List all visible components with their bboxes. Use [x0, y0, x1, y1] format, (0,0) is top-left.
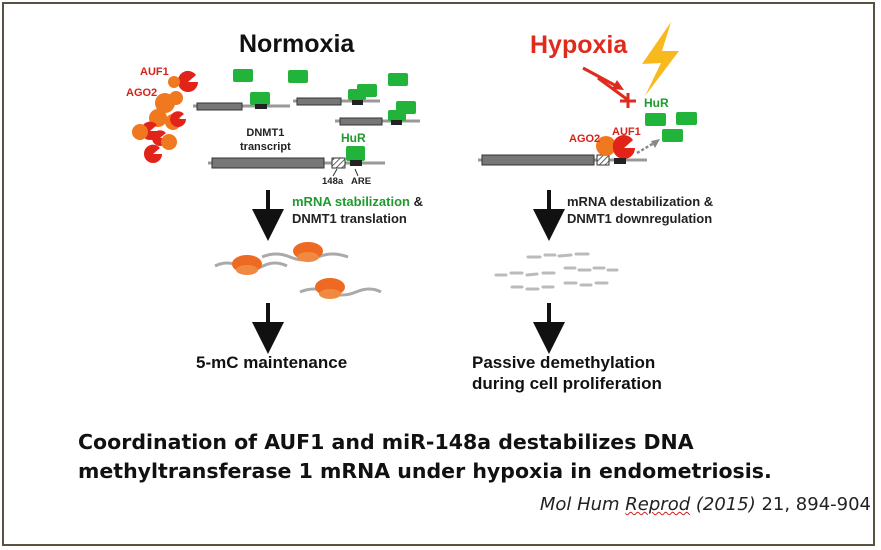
- lightning-bolt-icon: [642, 22, 679, 96]
- hypoxia-title: Hypoxia: [530, 31, 628, 59]
- normoxia-step-line1: mRNA stabilization &: [292, 193, 423, 210]
- degraded-mrna-fragments: [494, 252, 619, 291]
- figure-caption: Coordination of AUF1 and miR-148a destab…: [78, 428, 772, 486]
- citation: Mol Hum Reprod (2015) 21, 894-904: [540, 494, 871, 515]
- auf1-protein-icon: [177, 70, 198, 92]
- auf1-label-hypoxia: AUF1: [612, 126, 641, 138]
- ago2-protein-icon: [161, 134, 177, 150]
- normoxia-outcome: 5-mC maintenance: [196, 353, 348, 372]
- citation-year: (2015): [690, 494, 756, 515]
- caption-line2: methyltransferase 1 mRNA under hypoxia i…: [78, 459, 772, 483]
- ago2-label-hypoxia: AGO2: [569, 133, 601, 145]
- hypoxia-outcome-line2: during cell proliferation: [472, 374, 662, 393]
- hypoxia-step-line1: mRNA destabilization &: [567, 194, 714, 209]
- transcript-label-line1: DNMT1: [246, 127, 285, 139]
- dnmt1-transcript-normoxia: [208, 146, 385, 177]
- normoxia-step-text: mRNA stabilization & DNMT1 translation: [292, 193, 423, 227]
- transcript-label-line2: transcript: [240, 141, 291, 153]
- normoxia-step-line2: DNMT1 translation: [292, 211, 407, 226]
- protein-cluster-normoxia: [132, 70, 198, 163]
- auf1-label: AUF1: [140, 66, 169, 78]
- mir-148a-site-label: 148a: [322, 176, 344, 187]
- ago2-label: AGO2: [126, 87, 158, 99]
- ago2-protein-icon: [132, 124, 148, 140]
- hypoxia-step-text: mRNA destabilization & DNMT1 downregulat…: [567, 193, 713, 227]
- are-site-label: ARE: [351, 176, 372, 187]
- auf1-protein-icon: [143, 144, 162, 163]
- hypoxia-outcome: Passive demethylation during cell prolif…: [472, 352, 662, 394]
- transcripts-top-row: [193, 89, 420, 126]
- citation-journal-part1: Mol Hum: [539, 494, 626, 515]
- auf1-protein-icon: [612, 135, 635, 159]
- normoxia-step-green: mRNA stabilization: [292, 194, 410, 209]
- normoxia-title: Normoxia: [239, 30, 355, 58]
- hypoxia-step-line2: DNMT1 downregulation: [567, 211, 713, 226]
- citation-volume-pages: 21, 894-904: [755, 494, 871, 515]
- hur-label-hypoxia: HuR: [644, 96, 669, 110]
- dnmt1-transcript-hypoxia: [478, 135, 647, 166]
- ago2-protein-icon: [168, 76, 180, 88]
- auf1-protein-icon: [170, 111, 186, 127]
- ago2-protein-icon: [169, 91, 183, 105]
- hypoxia-outcome-line1: Passive demethylation: [472, 353, 656, 372]
- caption-line1: Coordination of AUF1 and miR-148a destab…: [78, 430, 694, 454]
- transcript-label: DNMT1 transcript: [240, 126, 291, 154]
- hypoxia-signal-arrows: [582, 66, 636, 108]
- normoxia-step-amp: &: [409, 194, 423, 209]
- hur-displacement-arrow: [636, 139, 660, 155]
- hur-label-normoxia: HuR: [341, 131, 366, 145]
- hur-proteins-hypoxia: [645, 112, 697, 142]
- citation-journal-part2: Reprod: [625, 494, 691, 515]
- ribosomes-translation: [214, 242, 382, 299]
